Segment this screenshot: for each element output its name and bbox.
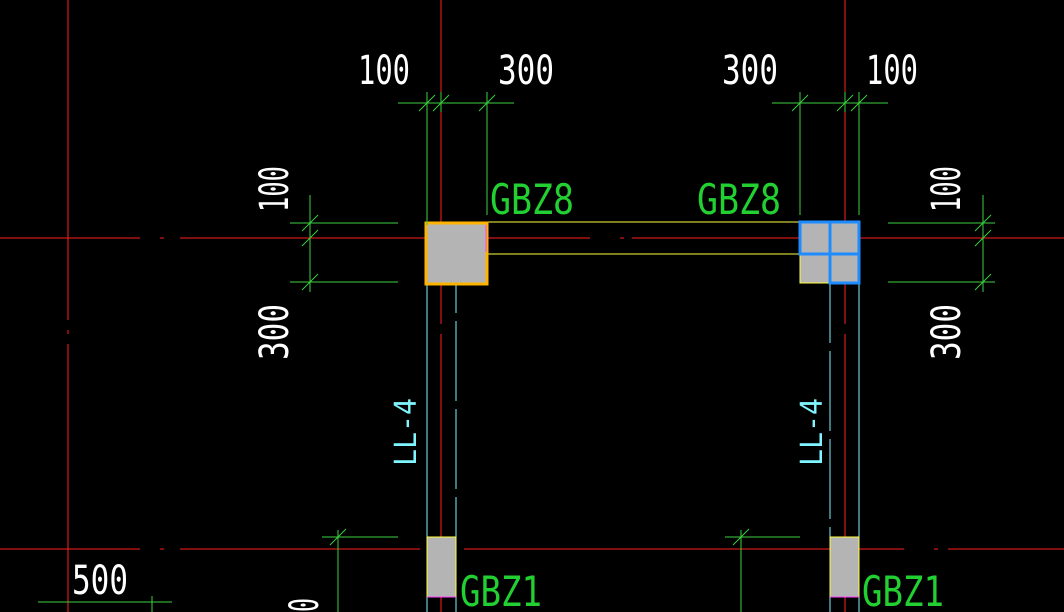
dim-text-left-a: 100 <box>252 166 298 212</box>
label-column-top-right: GBZ8 <box>697 175 781 224</box>
dim-right-tick-1 <box>974 214 992 232</box>
label-column-bottom-right: GBZ1 <box>862 567 944 612</box>
label-column-bottom-left: GBZ1 <box>460 567 542 612</box>
connecting-beam <box>487 221 800 255</box>
dim-bottom-right-tick <box>732 528 750 546</box>
dim-left-tick-2 <box>301 229 319 247</box>
dim-right-tick-2 <box>974 229 992 247</box>
column-top-left[interactable] <box>424 221 489 286</box>
dim-text-bottom-left: 500 <box>72 558 128 604</box>
dim-text-top-left-b: 300 <box>498 48 554 94</box>
dim-top-right-tick-3 <box>850 94 868 112</box>
dim-top-left-tick-3 <box>478 94 496 112</box>
dim-top-right-tick-2 <box>836 94 854 112</box>
column-bottom-left[interactable] <box>426 536 457 598</box>
label-beam-left: LL-4 <box>389 398 424 466</box>
label-column-top-left: GBZ8 <box>490 175 574 224</box>
dim-bottom-mid-tick <box>329 528 347 546</box>
columns <box>424 220 861 598</box>
dim-top-left-tick-1 <box>418 94 436 112</box>
dim-right-tick-3 <box>974 273 992 291</box>
dim-text-top-right-b: 100 <box>866 48 918 94</box>
dimension-lines <box>38 92 995 612</box>
label-beam-right: LL-4 <box>795 398 830 466</box>
dim-top-left-tick-2 <box>432 94 450 112</box>
dim-top-right-tick-1 <box>791 94 809 112</box>
column-labels: GBZ8 GBZ8 GBZ1 GBZ1 <box>460 175 944 612</box>
beam-labels: LL-4 LL-4 <box>389 398 830 466</box>
dim-left-tick-1 <box>301 214 319 232</box>
dim-left-tick-3 <box>301 273 319 291</box>
dim-text-bottom-partial: 0 <box>282 598 328 612</box>
column-top-right-selection-2[interactable] <box>828 220 861 285</box>
column-bottom-right[interactable] <box>829 536 860 598</box>
dim-text-right-b: 300 <box>924 304 970 360</box>
dim-text-right-a: 100 <box>924 166 970 212</box>
dim-text-left-b: 300 <box>252 304 298 360</box>
dim-text-top-right-a: 300 <box>722 48 778 94</box>
dim-text-top-left-a: 100 <box>358 48 410 94</box>
dimension-texts: 100 300 300 100 100 300 100 300 500 0 <box>72 48 970 612</box>
